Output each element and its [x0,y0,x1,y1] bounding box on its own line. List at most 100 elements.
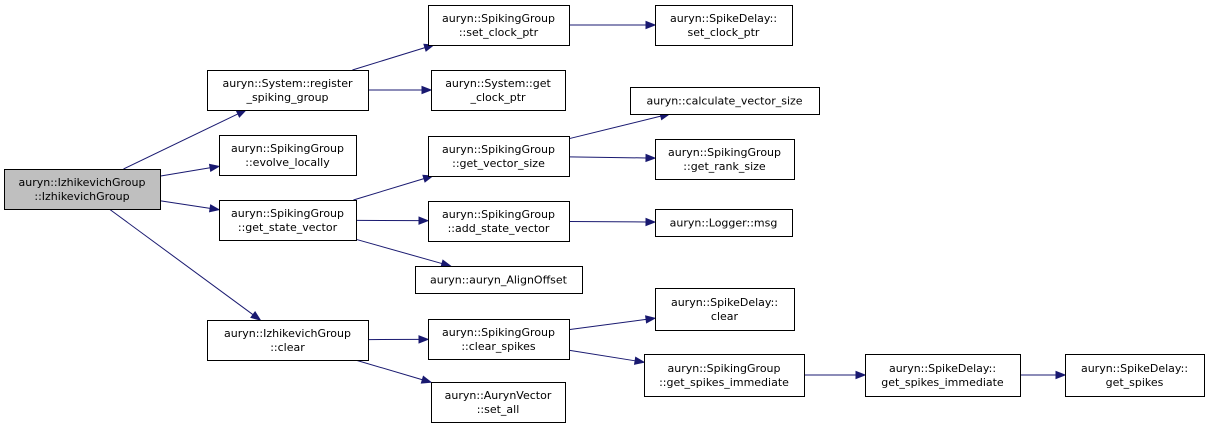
node-av-set-all[interactable]: auryn::AurynVector::set_all [431,382,566,423]
node-label-line: set_clock_ptr [688,26,760,39]
node-box [865,354,1021,397]
arrowhead-icon [421,85,433,95]
node-izh-ctor: auryn::IzhikevichGroup::IzhikevichGroup [4,169,161,210]
node-sg-get-spikes-imm[interactable]: auryn::SpikingGroup::get_spikes_immediat… [644,354,805,397]
node-box [428,5,570,46]
edge-line [568,220,647,223]
edge-line [352,47,426,71]
edge-line [159,167,211,177]
node-label-line: get_spikes [1106,376,1164,389]
node-label-line: auryn::IzhikevichGroup [224,327,351,340]
call-edge-sg-add-state-to-logger-msg [568,217,657,227]
node-label-line: ::clear [270,341,305,354]
node-sd-clear[interactable]: auryn::SpikeDelay::clear [655,288,795,331]
node-box [219,200,357,241]
call-edge-sg-clear-spikes-to-sg-get-spikes-imm [568,349,646,365]
edge-line [568,318,647,331]
node-sg-get-rank[interactable]: auryn::SpikingGroup::get_rank_size [655,139,795,180]
call-graph-edges [108,20,1067,384]
arrowhead-icon [1055,370,1067,380]
call-edge-sg-get-spikes-imm-to-sd-get-spikes-imm [804,370,867,380]
arrowhead-icon [418,216,430,225]
edge-line [568,156,647,159]
node-label-line: auryn::System::get [445,77,551,90]
node-label-line: _spiking_group [245,91,328,104]
node-sd-set-clock[interactable]: auryn::SpikeDelay::set_clock_ptr [655,5,793,46]
edge-line [568,115,661,140]
node-sd-get-spikes[interactable]: auryn::SpikeDelay::get_spikes [1065,354,1205,397]
node-label-line: auryn::SpikingGroup [442,143,555,156]
node-label-line: auryn::SpikeDelay:: [671,296,778,309]
node-sys-get-clock[interactable]: auryn::System::get_clock_ptr [431,70,566,111]
edge-line [159,200,211,209]
edge-line [108,208,254,316]
call-edge-sg-get-vec-size-to-calc-vec-size [568,112,671,140]
edge-line [568,349,636,362]
edge-line [123,113,239,170]
node-label-line: auryn::AurynVector [445,389,552,402]
node-align-offset[interactable]: auryn::auryn_AlignOffset [415,266,583,294]
call-graph-nodes: auryn::IzhikevichGroup::IzhikevichGroupa… [4,5,1205,423]
node-sd-get-spikes-imm[interactable]: auryn::SpikeDelay::get_spikes_immediate [865,354,1021,397]
node-box [655,139,795,180]
node-box [655,209,793,237]
node-label-line: auryn::SpikingGroup [442,326,555,339]
arrowhead-icon [645,315,657,324]
node-box [431,70,566,111]
node-box [207,70,369,111]
node-logger-msg[interactable]: auryn::Logger::msg [655,209,793,237]
node-label-line: auryn::SpikingGroup [231,207,344,220]
node-box [655,288,795,331]
node-label-line: ::get_vector_size [452,157,545,170]
edge-line [353,178,425,201]
call-edge-sg-get-state-to-sg-get-vec-size [353,174,434,201]
arrowhead-icon [235,109,248,118]
node-sys-register[interactable]: auryn::System::register_spiking_group [207,70,369,111]
node-label-line: ::set_clock_ptr [459,26,539,39]
arrowhead-icon [645,153,657,163]
node-sg-clear-spikes[interactable]: auryn::SpikingGroup::clear_spikes [428,319,570,360]
call-edge-sd-get-spikes-imm-to-sd-get-spikes [1020,370,1067,380]
arrowhead-icon [418,335,430,344]
node-label-line: ::set_all [477,403,520,416]
node-label-line: auryn::SpikeDelay:: [889,362,996,375]
node-label-line: clear [711,310,739,323]
node-label-line: auryn::SpikingGroup [231,142,344,155]
node-sg-add-state[interactable]: auryn::SpikingGroup::add_state_vector [428,201,570,242]
node-label-line: auryn::Logger::msg [670,217,778,230]
arrowhead-icon [420,375,433,384]
node-box [4,169,161,210]
node-box [428,136,570,177]
node-calc-vec-size[interactable]: auryn::calculate_vector_size [630,87,820,115]
node-label-line: auryn::SpikingGroup [668,146,781,159]
arrowhead-icon [645,217,657,227]
node-label-line: auryn::SpikingGroup [442,208,555,221]
node-izh-clear[interactable]: auryn::IzhikevichGroup::clear [207,320,369,361]
node-box [431,382,566,423]
node-label-line: auryn::IzhikevichGroup [19,176,146,189]
node-label-line: auryn::SpikeDelay:: [670,12,777,25]
node-label-line: auryn::auryn_AlignOffset [430,274,568,287]
node-label-line: auryn::SpikingGroup [442,12,555,25]
node-label-line: ::get_rank_size [683,160,766,173]
node-sg-get-vec-size[interactable]: auryn::SpikingGroup::get_vector_size [428,136,570,177]
node-label-line: ::clear_spikes [461,340,536,353]
node-label-line: ::IzhikevichGroup [34,190,129,203]
arrowhead-icon [208,163,221,173]
node-sg-evolve[interactable]: auryn::SpikingGroup::evolve_locally [219,135,357,176]
arrowhead-icon [440,259,452,268]
node-sg-set-clock[interactable]: auryn::SpikingGroup::set_clock_ptr [428,5,570,46]
node-label-line: auryn::SpikeDelay:: [1081,362,1188,375]
node-box [644,354,805,397]
arrowhead-icon [633,356,646,365]
call-edge-sg-get-vec-size-to-sg-get-rank [568,153,657,163]
call-edge-sys-register-to-sg-set-clock [352,43,435,71]
call-edge-izh-ctor-to-izh-clear [108,208,262,321]
node-box [1065,354,1205,397]
node-sg-get-state[interactable]: auryn::SpikingGroup::get_state_vector [219,200,357,241]
node-box [428,319,570,360]
node-label-line: auryn::System::register [223,77,353,90]
node-box [219,135,357,176]
arrowhead-icon [208,204,221,213]
